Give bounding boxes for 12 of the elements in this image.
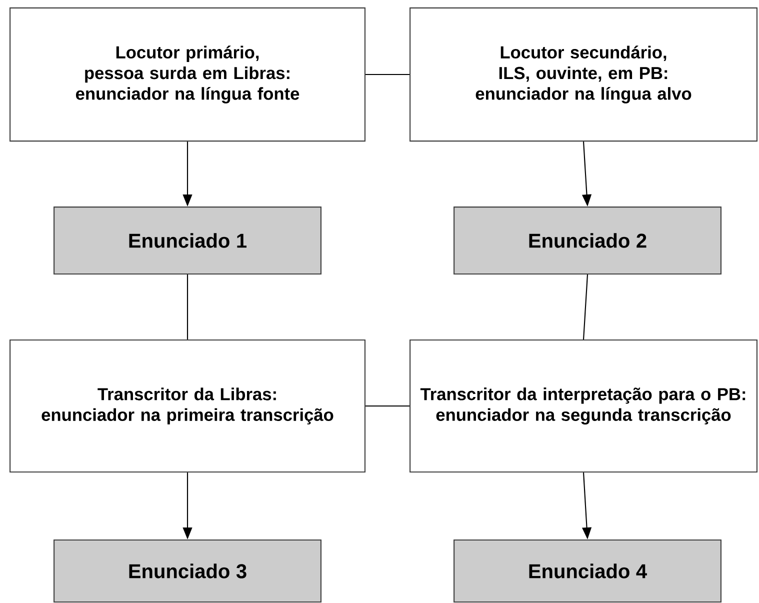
utterance-box: Enunciado 1 bbox=[54, 206, 322, 274]
utterance-box: Enunciado 2 bbox=[454, 206, 722, 274]
utterance-box: Enunciado 3 bbox=[54, 539, 322, 603]
role-box: Transcritor da interpretação para o PB: enunciador na segunda transcrição bbox=[410, 339, 758, 473]
role-box: Transcritor da Libras: enunciador na primeira transcrição bbox=[10, 339, 366, 473]
connector-line bbox=[582, 274, 588, 340]
connector-line bbox=[366, 405, 410, 407]
connector-line bbox=[186, 274, 188, 340]
connector-line bbox=[366, 74, 410, 76]
utterance-box: Enunciado 4 bbox=[454, 539, 722, 603]
role-box: Locutor secundário, ILS, ouvinte, em PB: enunciador na língua alvo bbox=[410, 7, 758, 142]
role-box: Locutor primário, pessoa surda em Libras: enunciador na língua fonte bbox=[10, 7, 366, 142]
